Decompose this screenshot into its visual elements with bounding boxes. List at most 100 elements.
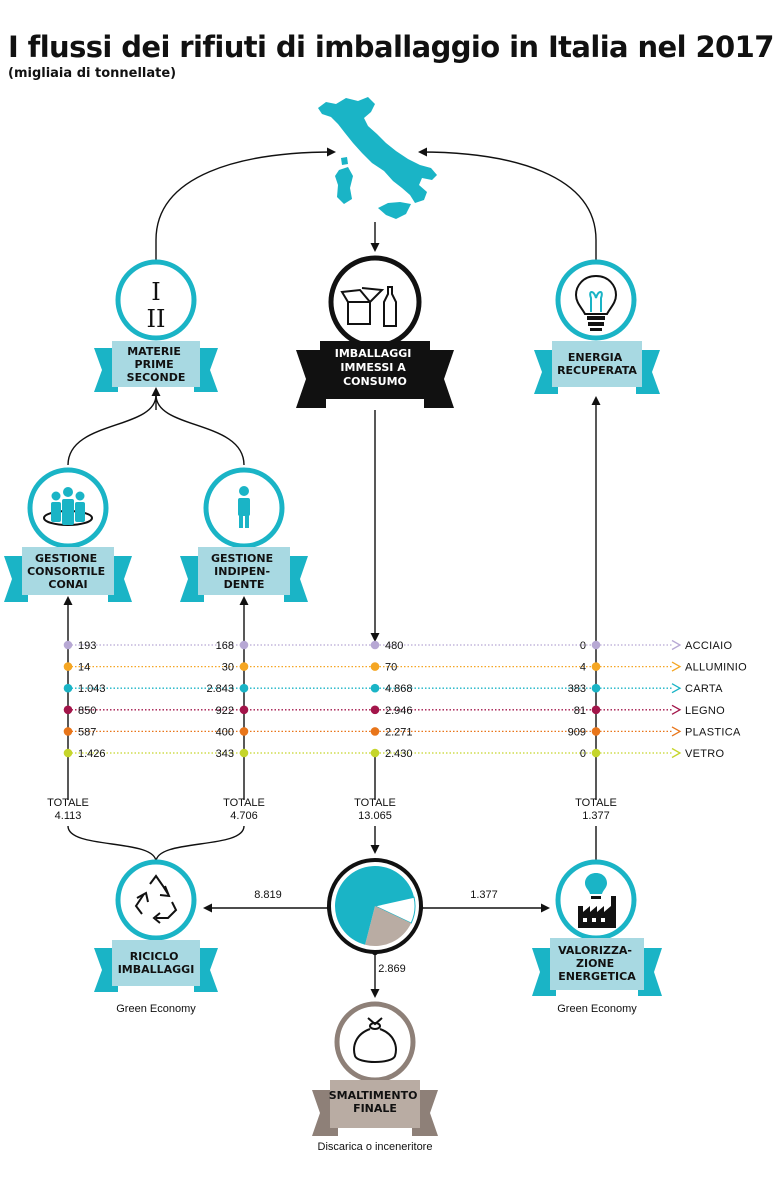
indipendente-ribbon: GESTIONE INDIPEN- DENTE (180, 547, 308, 602)
imballaggi-ribbon: IMBALLAGGI IMMESSI A CONSUMO (296, 341, 454, 408)
material-row-carta: 1.043 2.843 4.868 383 CARTA (63, 683, 723, 695)
row-arrow-head (671, 747, 682, 759)
total-label: TOTALE (223, 797, 265, 809)
row-dot (370, 640, 380, 650)
pie-slice (373, 896, 416, 924)
row-value: 1.043 (78, 683, 106, 695)
roman-numerals-icon: I II (147, 278, 166, 333)
row-dot (239, 727, 249, 736)
flow-diagram: 8.819 1.377 2.869 I II MATERIE PRIME SEC… (4, 97, 747, 1153)
totals: TOTALE4.113TOTALE4.706TOTALE13.065TOTALE… (47, 797, 617, 822)
consortile-label: GESTIONE CONSORTILE CONAI (27, 552, 109, 591)
indipendente-label: GESTIONE INDIPEN- DENTE (211, 552, 277, 591)
row-value: 383 (568, 683, 586, 695)
total-value: 4.113 (55, 810, 82, 822)
person-icon (238, 486, 250, 528)
row-value: 81 (574, 705, 586, 717)
row-dot (239, 683, 249, 693)
node-valorizzazione: VALORIZZA- ZIONE ENERGETICA Green Econom… (532, 859, 662, 1015)
riciclo-ribbon: RICICLO IMBALLAGGI (94, 940, 218, 992)
material-label: VETRO (685, 748, 725, 760)
row-dot (63, 748, 73, 758)
node-indipendente: GESTIONE INDIPEN- DENTE (180, 467, 308, 602)
materie-circle (115, 259, 197, 341)
row-value: 4.868 (385, 683, 413, 695)
row-value: 1.426 (78, 748, 106, 760)
row-value: 480 (385, 640, 403, 652)
svg-text:I: I (151, 278, 160, 306)
imballaggi-circle (328, 255, 422, 349)
node-energia: ENERGIA RECUPERATA (534, 259, 660, 394)
row-value: 2.430 (385, 748, 413, 760)
italy-map-icon (318, 97, 437, 219)
total-label: TOTALE (575, 797, 617, 809)
row-arrow-head (671, 704, 682, 715)
row-dot (591, 705, 601, 715)
row-dot (63, 683, 73, 693)
row-dot (63, 640, 73, 650)
curve-indipendente-to-materie (155, 394, 245, 466)
page-subtitle: (migliaia di tonnellate) (8, 66, 177, 81)
row-arrow-head (671, 683, 682, 694)
row-value: 168 (216, 640, 234, 652)
box-bottle-icon (340, 286, 397, 327)
materie-label: MATERIE PRIME SECONDE (127, 345, 186, 384)
factory-bulb-icon (578, 873, 616, 928)
material-label: ALLUMINIO (685, 662, 747, 674)
row-dot (239, 640, 249, 650)
row-value: 2.271 (385, 726, 413, 738)
node-imballaggi: IMBALLAGGI IMMESSI A CONSUMO (296, 255, 454, 408)
material-label: ACCIAIO (685, 640, 732, 652)
row-dot (591, 662, 601, 671)
row-dot (591, 727, 601, 736)
total-value: 1.377 (582, 810, 610, 822)
row-value: 343 (216, 748, 234, 760)
energia-ribbon: ENERGIA RECUPERATA (534, 341, 660, 394)
row-value: 30 (222, 662, 234, 674)
energia-label: ENERGIA RECUPERATA (557, 351, 637, 377)
total-value: 13.065 (358, 810, 392, 822)
imballaggi-label: IMBALLAGGI IMMESSI A CONSUMO (335, 347, 415, 388)
curve-consortile-to-materie (67, 394, 157, 466)
row-value: 70 (385, 662, 397, 674)
riciclo-note: Green Economy (116, 1003, 196, 1015)
arrow-materie-to-italy (155, 147, 336, 260)
arrow-energia-to-italy (418, 147, 597, 260)
row-value: 909 (568, 726, 586, 738)
recycle-icon (134, 874, 178, 924)
flow-value-riciclo: 8.819 (254, 889, 282, 901)
node-materie: I II MATERIE PRIME SECONDE (94, 259, 218, 392)
row-dot (239, 748, 249, 758)
curve-total2-to-riciclo (155, 825, 245, 863)
node-smaltimento: SMALTIMENTO FINALE Discarica o incenerit… (312, 1001, 438, 1153)
smaltimento-ribbon: SMALTIMENTO FINALE (312, 1080, 438, 1136)
pie-chart (327, 858, 423, 954)
row-value: 14 (78, 662, 90, 674)
row-dot (591, 748, 601, 758)
row-value: 2.946 (385, 705, 413, 717)
row-dot (63, 662, 73, 671)
row-value: 193 (78, 640, 96, 652)
row-value: 2.843 (206, 683, 234, 695)
riciclo-circle (115, 859, 197, 941)
material-label: LEGNO (685, 705, 725, 717)
material-label: CARTA (685, 683, 723, 695)
valorizzazione-ribbon: VALORIZZA- ZIONE ENERGETICA (532, 938, 662, 996)
row-value: 4 (580, 662, 586, 674)
smaltimento-circle (334, 1001, 416, 1083)
page-title: I flussi dei rifiuti di imballaggio in I… (8, 30, 774, 64)
smaltimento-note: Discarica o inceneritore (318, 1141, 433, 1153)
total-label: TOTALE (354, 797, 396, 809)
row-dot (63, 727, 73, 736)
valorizzazione-note: Green Economy (557, 1003, 637, 1015)
flow-value-valorizzazione: 1.377 (470, 889, 498, 901)
curve-total1-to-riciclo (67, 825, 157, 863)
material-row-alluminio: 14 30 70 4 ALLUMINIO (63, 661, 747, 674)
row-value: 587 (78, 726, 96, 738)
row-dot (370, 683, 380, 693)
